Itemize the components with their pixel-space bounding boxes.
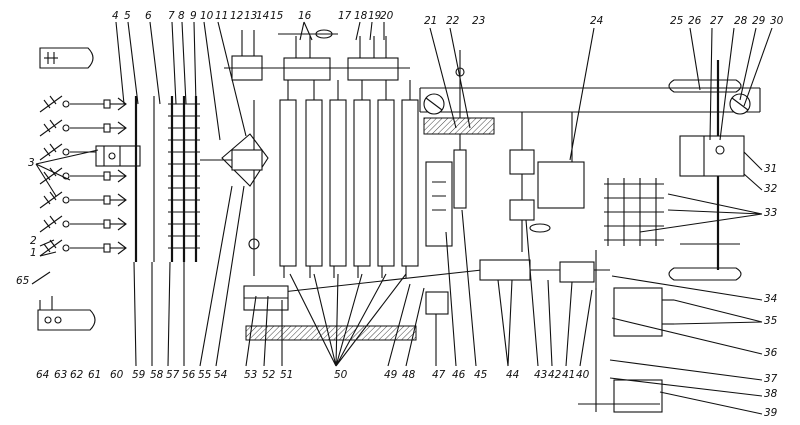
- label-53: 53: [244, 369, 257, 381]
- middle-column: [425, 134, 467, 247]
- label-12: 12: [230, 10, 244, 22]
- label-38: 38: [764, 388, 778, 400]
- label-39: 39: [764, 407, 778, 419]
- right-mid-assembly: [509, 112, 585, 252]
- label-59: 59: [132, 369, 146, 381]
- left-column-shafts: [134, 96, 198, 262]
- label-13: 13: [244, 10, 257, 22]
- label-45: 45: [474, 369, 488, 381]
- label-26: 26: [688, 15, 702, 27]
- label-19: 19: [368, 10, 382, 22]
- label-27: 27: [710, 15, 724, 27]
- label-25: 25: [670, 15, 684, 27]
- right-tall-mechanism: [668, 60, 745, 281]
- labels-top: 4 5 6 7 8 9 10 11 12 13 14 15 16 17 18 1…: [112, 10, 784, 27]
- label-49: 49: [384, 369, 398, 381]
- label-64: 64: [36, 369, 49, 381]
- label-14: 14: [256, 10, 269, 22]
- label-35: 35: [764, 315, 778, 327]
- label-40: 40: [576, 369, 590, 381]
- label-42: 42: [548, 369, 562, 381]
- label-17: 17: [338, 10, 352, 22]
- vertical-rollers: [279, 80, 419, 278]
- labels-right: 31 32 33 34 35 36 37 38 39: [764, 163, 778, 419]
- leader-lines: [31, 21, 773, 415]
- label-1: 1: [30, 247, 37, 259]
- label-8: 8: [178, 10, 185, 22]
- label-28: 28: [734, 15, 748, 27]
- label-56: 56: [182, 369, 196, 381]
- central-left-gearbox: [200, 100, 269, 276]
- labels-bottom: 64 63 62 61 60 59 58 57 56 55 54 53 52 5…: [36, 369, 590, 381]
- label-29: 29: [752, 15, 766, 27]
- label-36: 36: [764, 347, 778, 359]
- top-left-oval: [39, 47, 94, 69]
- label-33: 33: [764, 207, 777, 219]
- label-54: 54: [214, 369, 227, 381]
- label-43: 43: [534, 369, 547, 381]
- right-boxes: [578, 287, 674, 413]
- label-31: 31: [764, 163, 777, 175]
- label-58: 58: [150, 369, 164, 381]
- label-57: 57: [166, 369, 180, 381]
- label-60: 60: [110, 369, 124, 381]
- label-9: 9: [190, 10, 197, 22]
- top-transport-loop: [419, 50, 761, 135]
- label-32: 32: [764, 183, 778, 195]
- label-15: 15: [270, 10, 284, 22]
- label-34: 34: [764, 293, 777, 305]
- label-52: 52: [262, 369, 276, 381]
- label-46: 46: [452, 369, 466, 381]
- top-carriers: [224, 29, 410, 81]
- label-63: 63: [54, 369, 67, 381]
- label-22: 22: [446, 15, 460, 27]
- label-47: 47: [432, 369, 446, 381]
- label-20: 20: [380, 10, 394, 22]
- label-7: 7: [168, 10, 175, 22]
- label-16: 16: [298, 10, 312, 22]
- label-6: 6: [145, 10, 152, 22]
- label-10: 10: [200, 10, 214, 22]
- label-44: 44: [506, 369, 519, 381]
- label-61: 61: [88, 369, 101, 381]
- label-2: 2: [30, 235, 37, 247]
- column-gear-ticks: [168, 103, 200, 249]
- label-65: 65: [16, 275, 30, 287]
- label-37: 37: [764, 373, 778, 385]
- label-21: 21: [424, 15, 437, 27]
- label-50: 50: [334, 369, 348, 381]
- label-30: 30: [770, 15, 784, 27]
- label-11: 11: [215, 10, 228, 22]
- label-41: 41: [562, 369, 575, 381]
- label-24: 24: [590, 15, 603, 27]
- bottom-left-oval: [37, 296, 96, 331]
- left-drums: [39, 95, 127, 257]
- label-3: 3: [28, 157, 35, 169]
- left-gearbox: [95, 145, 141, 167]
- label-5: 5: [124, 10, 131, 22]
- label-18: 18: [354, 10, 368, 22]
- label-55: 55: [198, 369, 212, 381]
- label-51: 51: [280, 369, 293, 381]
- label-23: 23: [472, 15, 485, 27]
- bottom-bed: [243, 285, 449, 341]
- label-4: 4: [112, 10, 119, 22]
- label-62: 62: [70, 369, 84, 381]
- right-stages: [604, 178, 664, 246]
- label-48: 48: [402, 369, 416, 381]
- labels-left: 3 2 1 65: [16, 157, 37, 287]
